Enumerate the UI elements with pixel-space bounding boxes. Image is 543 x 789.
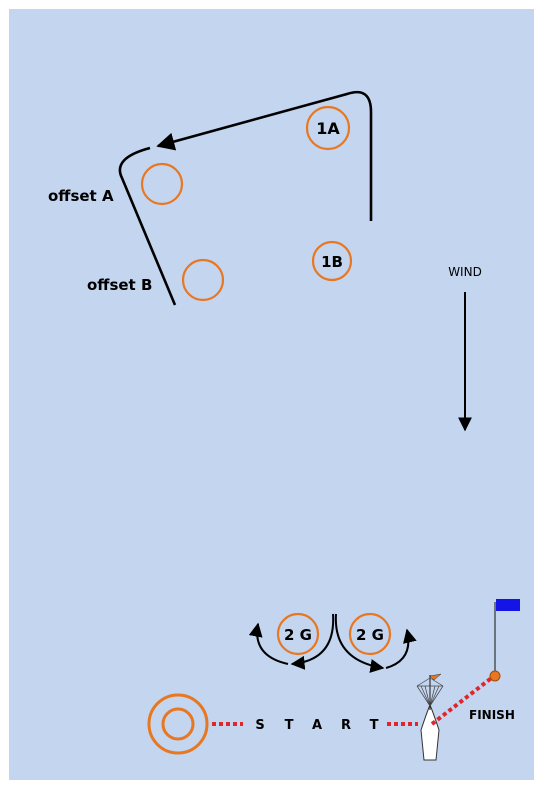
offset-a-label: offset A xyxy=(48,187,114,205)
mark-2g-left-label: 2 G xyxy=(284,626,312,644)
mark-1b-circle xyxy=(311,240,353,282)
gate-rounding-right xyxy=(334,613,385,673)
finish-flag xyxy=(496,599,520,611)
gate-rounding-left-outer xyxy=(248,622,289,665)
offset-a-mark xyxy=(140,162,184,206)
mark-1b-label: 1B xyxy=(321,253,343,271)
finish-line xyxy=(430,674,496,726)
start-letter: R xyxy=(341,718,351,733)
start-letter: T xyxy=(285,718,294,733)
mark-1a-label: 1A xyxy=(316,119,340,138)
start-letter: A xyxy=(312,718,322,733)
gate-rounding-left xyxy=(290,613,335,670)
mark-2g-right-circle xyxy=(348,612,392,656)
gate-rounding-right-outer xyxy=(385,628,417,669)
start-letter: S xyxy=(255,718,264,733)
mark-1a-circle xyxy=(305,105,351,151)
course-track-upper xyxy=(156,90,373,221)
sea-background xyxy=(9,9,534,780)
start-pin-outer xyxy=(147,693,209,755)
committee-boat xyxy=(416,673,444,761)
mark-2g-left-circle xyxy=(276,612,320,656)
finish-buoy xyxy=(489,670,501,682)
wind-label: WIND xyxy=(448,265,482,279)
offset-b-mark xyxy=(181,258,225,302)
start-letter: T xyxy=(370,718,379,733)
start-pin-inner xyxy=(161,707,195,741)
course-track-offset xyxy=(118,146,177,306)
mark-2g-right-label: 2 G xyxy=(356,626,384,644)
finish-label: FINISH xyxy=(469,708,515,722)
offset-b-label: offset B xyxy=(87,276,152,294)
